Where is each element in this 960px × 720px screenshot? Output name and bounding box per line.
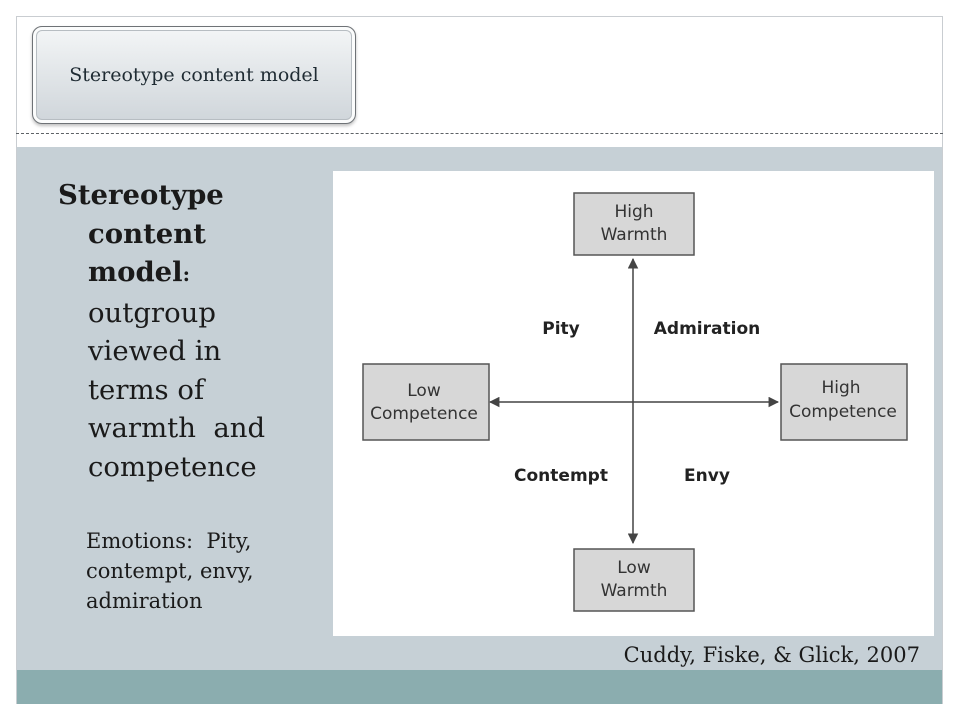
low-competence-box: Low Competence (362, 363, 490, 441)
title-tab: Stereotype content model (32, 26, 356, 124)
footer-bar (17, 670, 942, 704)
high-competence-label-2: Competence (789, 402, 897, 422)
scm-diagram: High Warmth Low Warmth Low Competence Hi… (333, 171, 934, 636)
quadrant-admiration: Admiration (654, 319, 760, 339)
low-warmth-label-1: Low (617, 558, 651, 578)
main-heading: Stereotype content model: outgroup viewe… (58, 176, 308, 486)
heading-line-terms: terms of (88, 373, 205, 406)
low-competence-label-1: Low (407, 381, 441, 401)
heading-bold-3: model (88, 256, 183, 288)
emotions-line-2: contempt, envy, (86, 559, 254, 583)
quadrant-pity: Pity (542, 319, 580, 339)
heading-bold-1: Stereotype (58, 179, 224, 211)
low-warmth-box: Low Warmth (573, 548, 695, 612)
high-warmth-label-2: Warmth (601, 225, 668, 245)
citation: Cuddy, Fiske, & Glick, 2007 (623, 643, 920, 667)
heading-line-viewed: viewed in (88, 335, 222, 367)
high-warmth-box: High Warmth (573, 192, 695, 256)
quadrant-envy: Envy (684, 466, 730, 486)
high-warmth-label-1: High (614, 202, 653, 222)
title-divider (16, 133, 943, 134)
emotions-text: Emotions: Pity, contempt, envy, admirati… (86, 526, 254, 616)
scm-diagram-svg: High Warmth Low Warmth Low Competence Hi… (362, 192, 908, 612)
low-warmth-label-2: Warmth (601, 581, 668, 601)
heading-bold-2: content (88, 217, 206, 250)
heading-line-competence: competence (88, 450, 257, 483)
heading-line-warmth: warmth and (88, 412, 266, 444)
high-competence-box: High Competence (780, 363, 908, 441)
emotions-line-3: admiration (86, 589, 203, 613)
slide-title: Stereotype content model (69, 64, 319, 86)
heading-line-outgroup: outgroup (88, 296, 216, 329)
quadrant-contempt: Contempt (514, 466, 608, 486)
low-competence-label-2: Competence (370, 404, 478, 424)
emotions-line-1: Emotions: Pity, (86, 529, 252, 553)
heading-colon: : (182, 262, 191, 286)
high-competence-label-1: High (821, 378, 860, 398)
